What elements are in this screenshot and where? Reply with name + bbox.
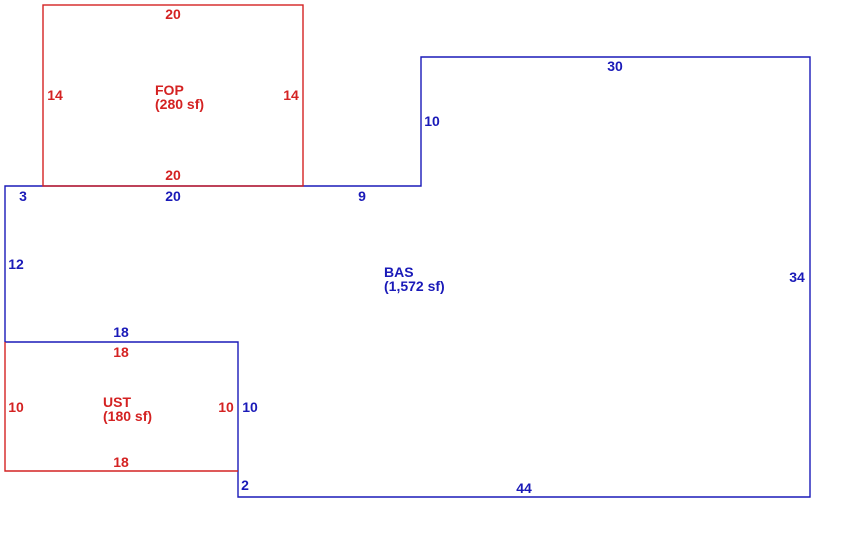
fop-bottom-dimension: 20 bbox=[165, 167, 181, 183]
bas-top-right-dimension: 9 bbox=[358, 188, 366, 204]
ust-area-code: UST bbox=[103, 394, 131, 410]
ust-area-size: (180 sf) bbox=[103, 408, 152, 424]
fop-area-size: (280 sf) bbox=[155, 96, 204, 112]
ust-left-dimension: 10 bbox=[8, 399, 24, 415]
bas-left-dimension: 12 bbox=[8, 256, 24, 272]
bas-top-mid-dimension: 20 bbox=[165, 188, 181, 204]
bas-area-code: BAS bbox=[384, 264, 414, 280]
fop-outline bbox=[42, 4, 304, 187]
ust-outline bbox=[4, 342, 238, 472]
bas-bottom-dimension: 44 bbox=[516, 480, 532, 496]
bas-right-dimension: 34 bbox=[789, 269, 805, 285]
bas-inner-top-dimension: 18 bbox=[113, 324, 129, 340]
bas-bottom-step-dimension: 2 bbox=[241, 477, 249, 493]
bas-step-up-dimension: 10 bbox=[424, 113, 440, 129]
fop-top-dimension: 20 bbox=[165, 6, 181, 22]
fop-area-code: FOP bbox=[155, 82, 184, 98]
bas-inner-step-dimension: 10 bbox=[242, 399, 258, 415]
bas-area-size: (1,572 sf) bbox=[384, 278, 445, 294]
ust-top-dimension: 18 bbox=[113, 344, 129, 360]
ust-right-dimension: 10 bbox=[218, 399, 234, 415]
fop-left-dimension: 14 bbox=[47, 87, 63, 103]
bas-top-wing-dimension: 30 bbox=[607, 58, 623, 74]
bas-left-short-dimension: 3 bbox=[19, 188, 27, 204]
fop-right-dimension: 14 bbox=[283, 87, 299, 103]
ust-bottom-dimension: 18 bbox=[113, 454, 129, 470]
